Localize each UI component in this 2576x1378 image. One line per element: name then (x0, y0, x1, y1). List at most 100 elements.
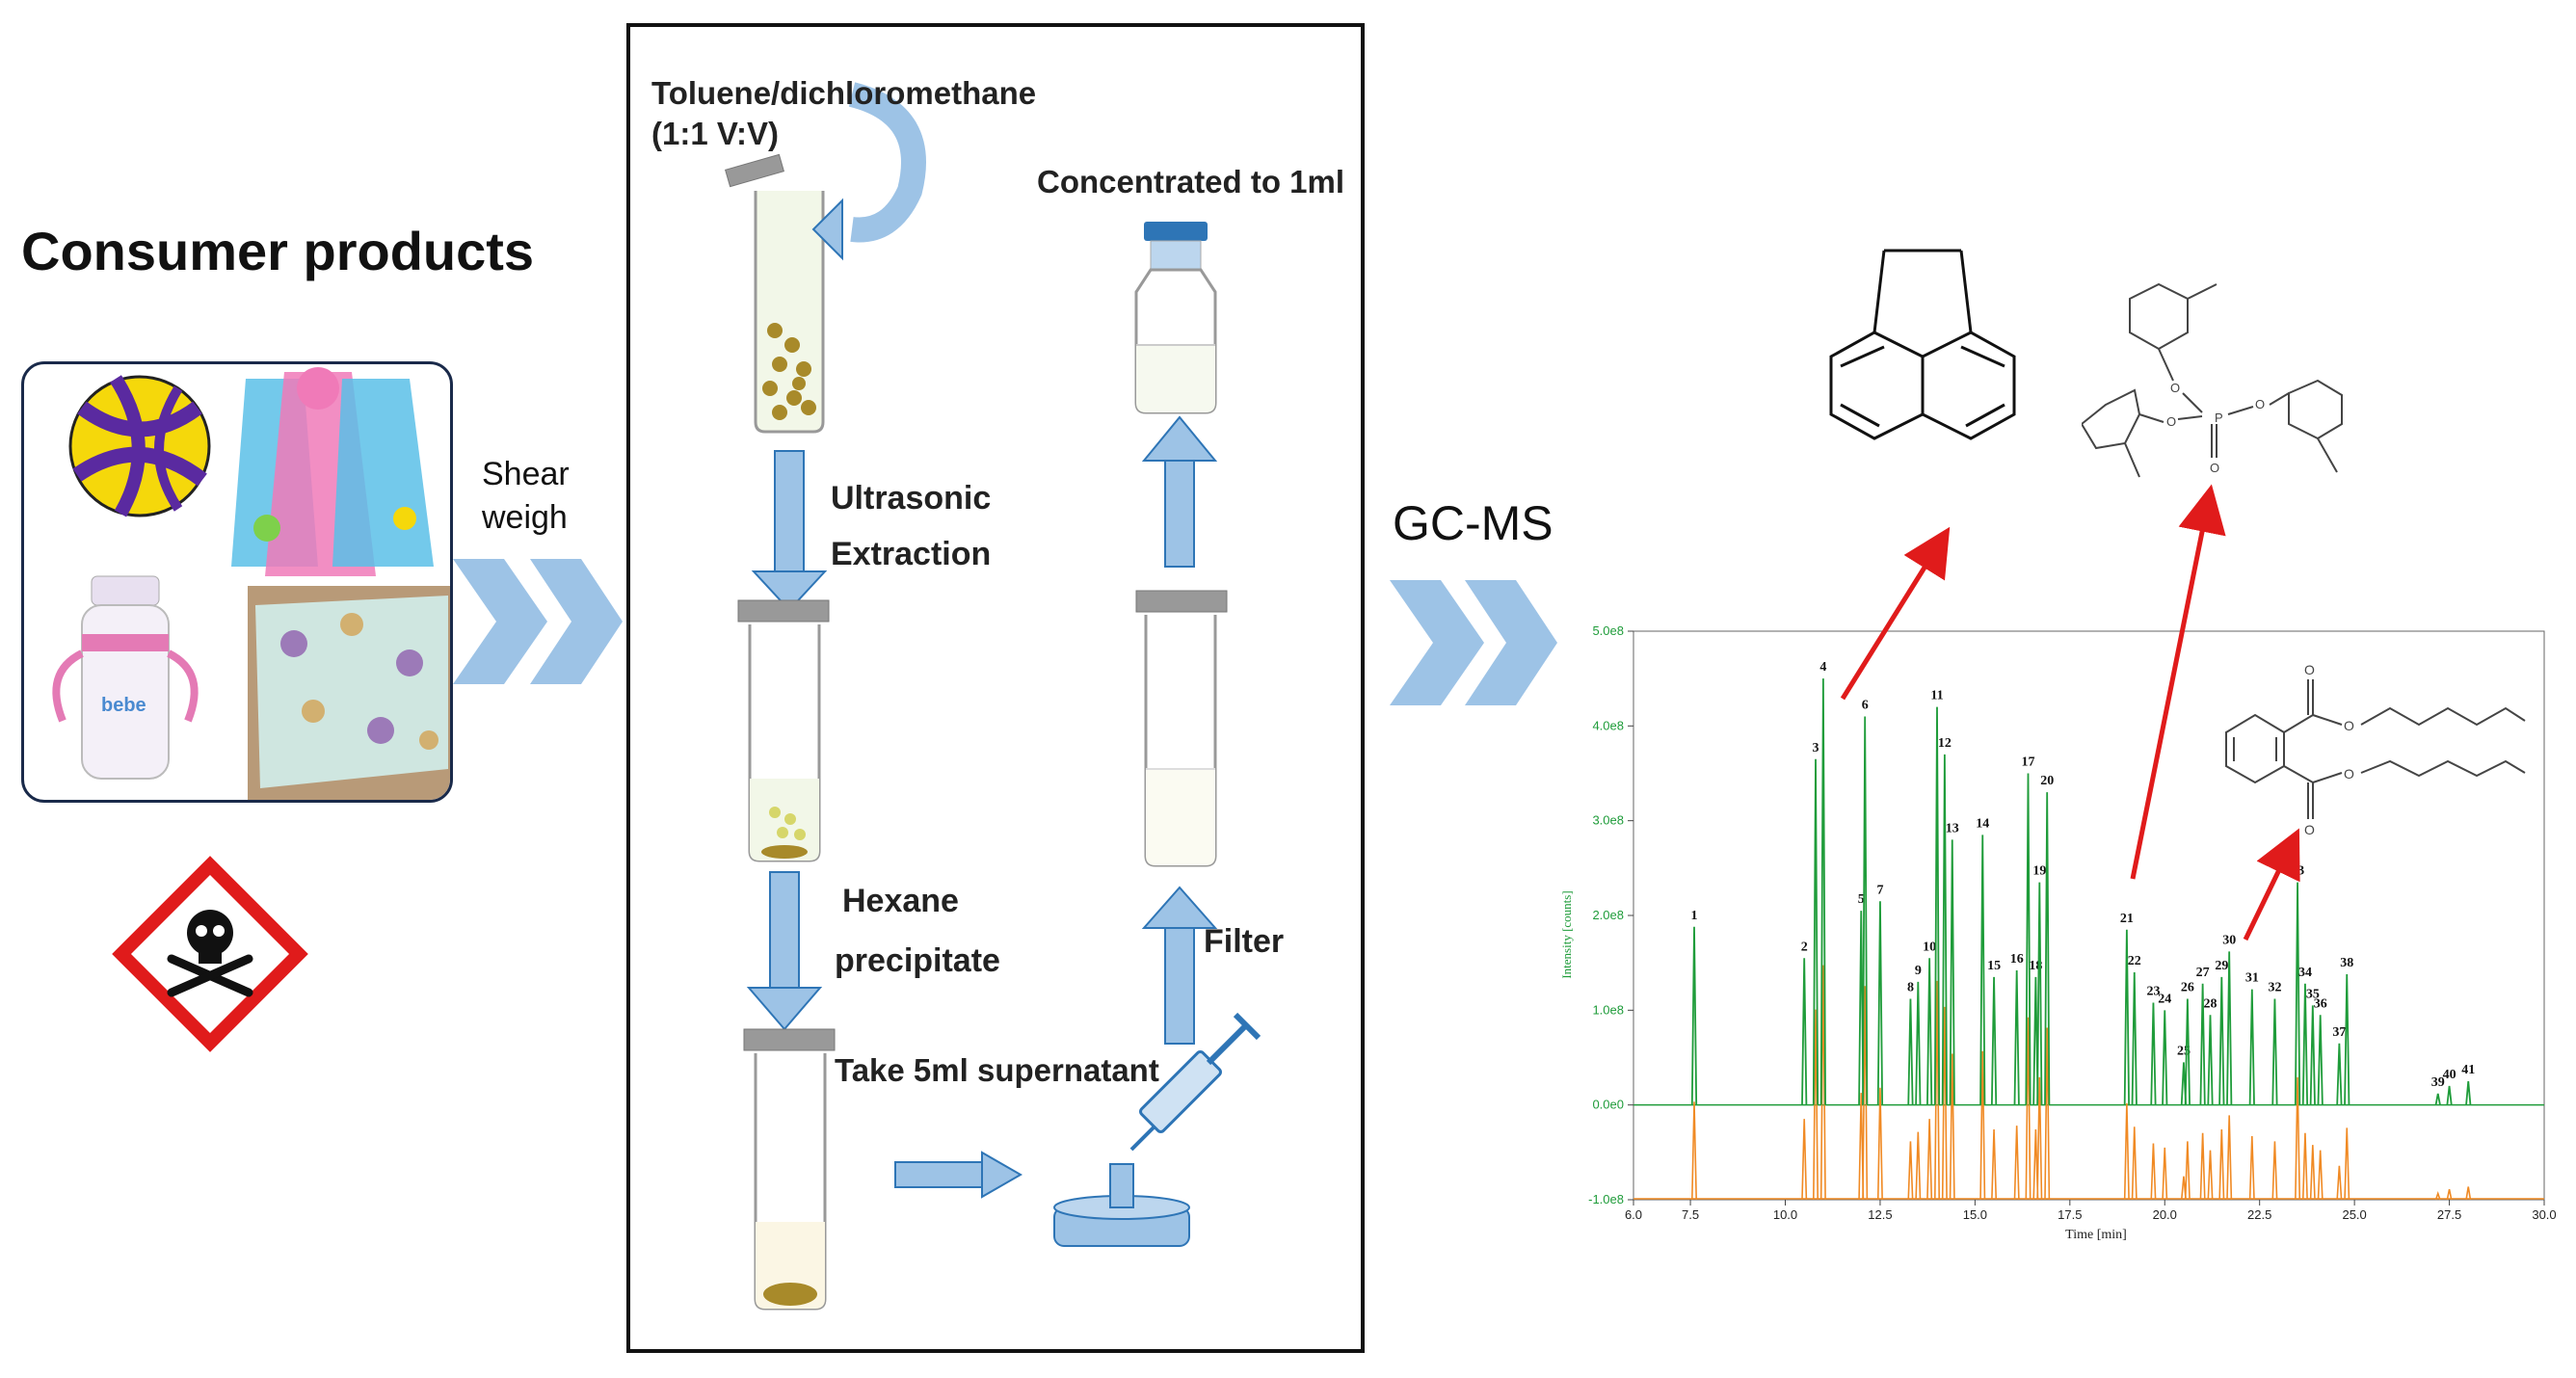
green-peak (1979, 835, 1986, 1105)
hexane-line-2: precipitate (835, 942, 1000, 979)
green-peak (2162, 1010, 2168, 1105)
supernatant-label: Take 5ml supernatant (835, 1052, 1159, 1088)
x-tick-label: 10.0 (1773, 1207, 1797, 1222)
peak-label: 23 (2146, 984, 2160, 998)
up-arrow-2-icon (1141, 415, 1218, 568)
orange-peak (2465, 1186, 2472, 1201)
peak-label: 20 (2040, 774, 2054, 788)
orange-peak (1979, 1050, 1986, 1201)
svg-text:O: O (2304, 662, 2315, 677)
peak-label: 11 (1930, 689, 1943, 703)
x-tick-label: 20.0 (2153, 1207, 2177, 1222)
tube-hexane-precipitate (743, 1028, 836, 1311)
ultrasonic-extraction-label: Ultrasonic Extraction (831, 470, 991, 582)
green-peak (1812, 758, 1819, 1105)
chevron-arrow-1-icon (453, 559, 623, 684)
down-arrow-2-icon (746, 871, 823, 1031)
orange-peak (1941, 1006, 1948, 1201)
orange-peak (2025, 1017, 2032, 1201)
orange-peak (2446, 1189, 2453, 1201)
peak-label: 31 (2245, 971, 2259, 986)
green-peak (1915, 981, 1922, 1105)
svg-text:O: O (2304, 822, 2315, 837)
right-arrow-icon (894, 1151, 1023, 1199)
orange-peak (2301, 1132, 2308, 1201)
peak-label: 30 (2222, 933, 2236, 947)
y-tick-label: 0.0e0 (1592, 1098, 1624, 1112)
green-peak (2013, 970, 2020, 1105)
orange-peak (2199, 1132, 2206, 1201)
tricresyl-phosphate-structure: O P O O O (2082, 282, 2343, 478)
consumer-products-illustration: bebe (52, 367, 450, 800)
green-peak (2123, 929, 2130, 1105)
y-tick-label: 2.0e8 (1592, 908, 1624, 922)
tube-after-ultrasonic (737, 599, 830, 862)
orange-peak (2434, 1191, 2441, 1201)
peak-label: 41 (2461, 1063, 2475, 1077)
solvent-label: Toluene/dichloromethane (1:1 V:V) (651, 73, 1036, 154)
green-peak (2301, 983, 2309, 1105)
ultrasonic-line-1: Ultrasonic (831, 480, 992, 517)
shear-weigh-label: Shear weigh (482, 453, 570, 540)
orange-peak (2226, 1115, 2233, 1201)
green-peak (2199, 983, 2206, 1105)
extraction-process-box: Toluene/dichloromethane (1:1 V:V) Ultras… (626, 23, 1365, 1353)
green-peak (2025, 773, 2032, 1105)
peak-label: 4 (1819, 660, 1826, 675)
orange-peak (2013, 1126, 2020, 1201)
x-tick-label: 17.5 (2058, 1207, 2082, 1222)
gc-ms-label: GC-MS (1393, 496, 1554, 550)
peak-label: 26 (2181, 981, 2194, 995)
peak-label: 15 (1987, 959, 2001, 973)
x-tick-label: 22.5 (2247, 1207, 2271, 1222)
orange-peak (2336, 1165, 2343, 1201)
peak-label: 3 (1813, 741, 1819, 755)
green-peak (2248, 989, 2255, 1105)
orange-peak (2123, 1102, 2130, 1201)
green-peak (2218, 976, 2225, 1105)
green-peak (1990, 976, 1998, 1105)
orange-peak (1801, 1119, 1808, 1201)
green-peak (2309, 1005, 2316, 1105)
green-peak (1876, 901, 1884, 1105)
baby-bottle-icon: bebe (52, 575, 199, 780)
orange-peak (1991, 1128, 1998, 1201)
green-peak (2317, 1015, 2324, 1105)
orange-peak (2150, 1143, 2157, 1201)
green-peak (1941, 754, 1948, 1105)
svg-text:P: P (2215, 411, 2223, 425)
orange-peak (1926, 1119, 1933, 1201)
peak-label: 14 (1976, 816, 1989, 831)
green-peak (1690, 926, 1698, 1105)
tube-filtrate (1135, 590, 1228, 867)
solvent-line-1: Toluene/dichloromethane (651, 75, 1037, 111)
hexane-line-1: Hexane (842, 883, 959, 919)
peak-label: 19 (2032, 864, 2046, 879)
peak-label: 33 (2291, 864, 2304, 879)
orange-peak (1915, 1131, 1922, 1201)
y-axis-label: Intensity [counts] (1559, 890, 1574, 978)
green-peak (1819, 678, 1826, 1105)
solvent-line-2: (1:1 V:V) (651, 116, 780, 151)
peak-label: 9 (1915, 964, 1922, 978)
peak-label: 12 (1938, 736, 1952, 751)
orange-peak (1862, 986, 1869, 1201)
plot-frame (1633, 630, 2545, 1201)
peak-label: 34 (2298, 966, 2312, 980)
peak-label: 38 (2340, 956, 2353, 970)
peak-label: 7 (1876, 883, 1883, 897)
orange-peak (2344, 1127, 2350, 1201)
green-peak (2446, 1085, 2453, 1105)
x-axis-label: Time [min] (2065, 1228, 2127, 1242)
green-peak (1926, 958, 1933, 1105)
green-peak (1801, 958, 1808, 1105)
green-peak (2226, 951, 2233, 1105)
x-tick-label: 6.0 (1625, 1207, 1642, 1222)
tablecloth-icon (248, 586, 450, 800)
peak-label: 27 (2196, 966, 2210, 980)
svg-text:O: O (2255, 397, 2265, 411)
peak-label: 35 (2306, 987, 2320, 1001)
svg-text:O: O (2210, 461, 2219, 475)
svg-text:O: O (2344, 766, 2354, 782)
